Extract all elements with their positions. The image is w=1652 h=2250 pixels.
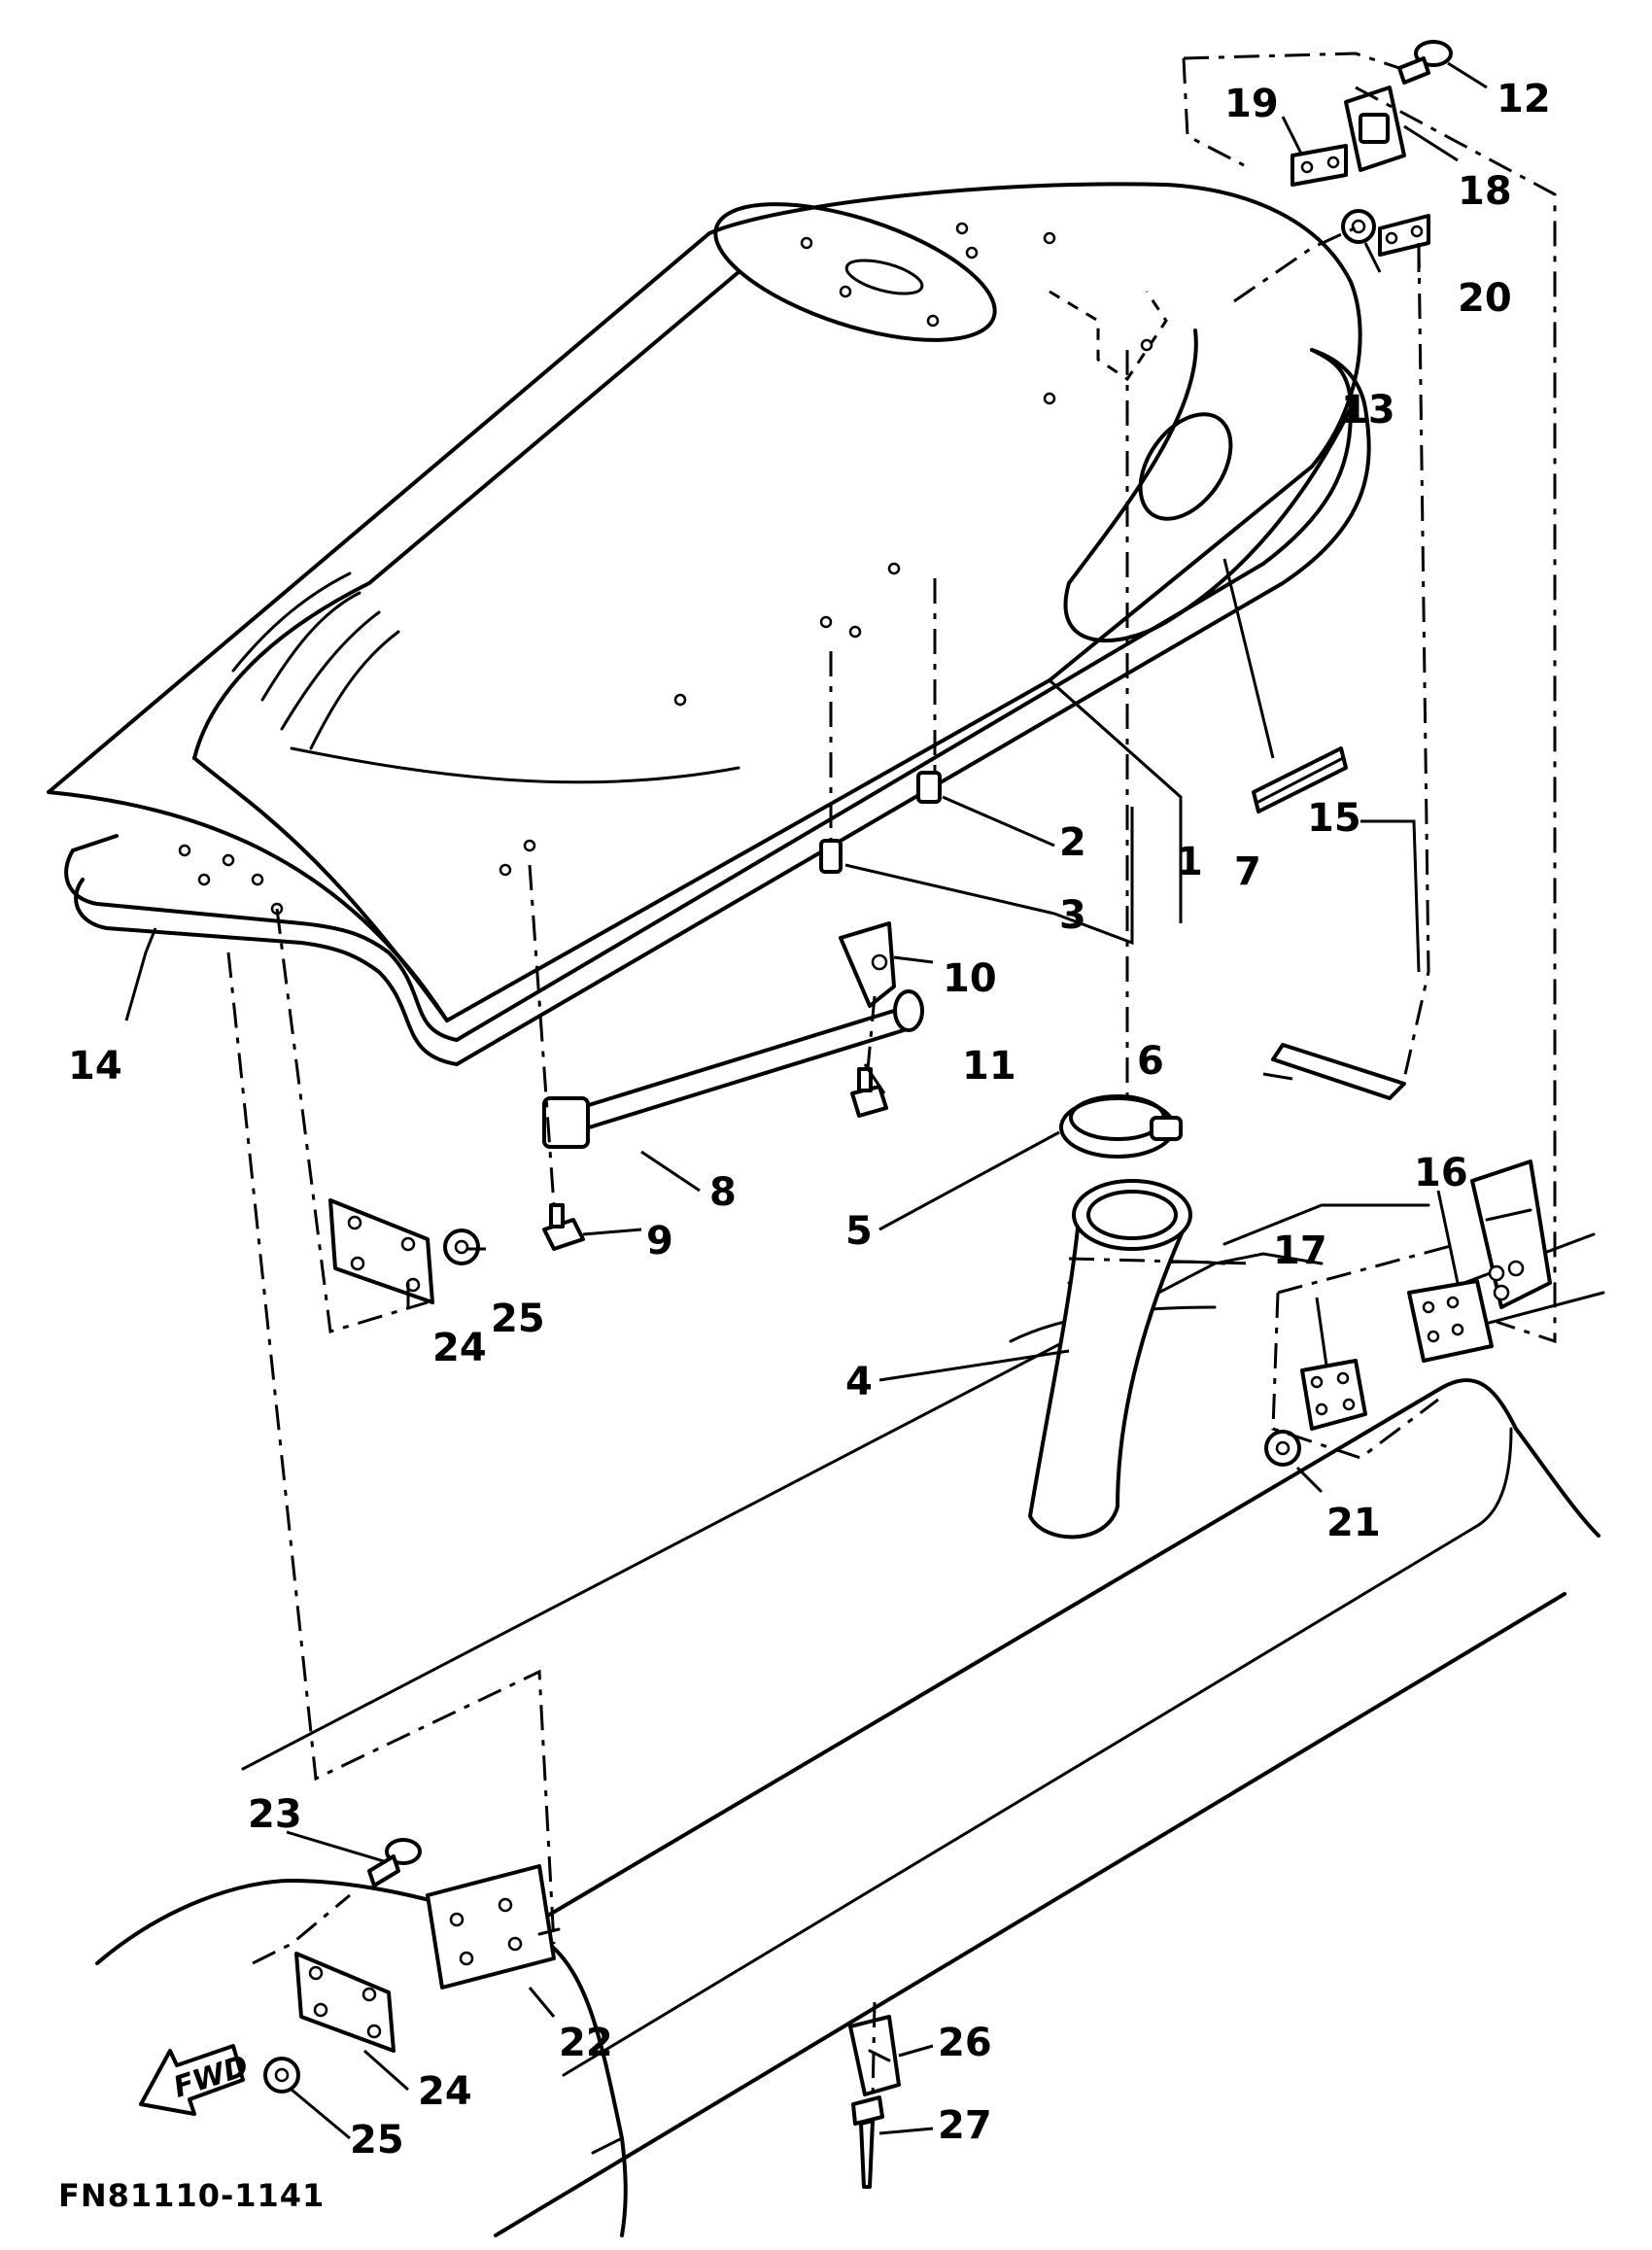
callout-3: 3	[1059, 893, 1086, 938]
callout-24-upper: 24	[432, 1326, 487, 1370]
callout-27: 27	[938, 2103, 992, 2148]
rivet-27	[851, 2095, 884, 2189]
bracket-10	[839, 921, 896, 1008]
bolt-11	[850, 1067, 888, 1118]
plate-24-upper	[328, 1198, 434, 1304]
bolt-12	[1397, 40, 1453, 85]
figure-code: FN81110-1141	[58, 2177, 325, 2214]
callout-15: 15	[1307, 796, 1361, 841]
callout-20: 20	[1458, 276, 1512, 321]
callout-21: 21	[1326, 1501, 1381, 1545]
forward-direction-arrow: FWD	[139, 2044, 253, 2116]
bolt-23	[367, 1838, 422, 1887]
callout-6: 6	[1137, 1039, 1164, 1084]
callout-12: 12	[1497, 77, 1551, 121]
callout-25-upper: 25	[491, 1297, 545, 1341]
callout-14: 14	[68, 1044, 122, 1089]
grommet-2	[916, 771, 942, 804]
assembly-guide-lines	[226, 52, 1557, 2100]
bolt-9	[542, 1203, 585, 1251]
plate-16	[1407, 1279, 1494, 1363]
nut-13	[1341, 209, 1376, 244]
vent-duct	[1028, 1179, 1192, 1540]
callout-18: 18	[1458, 169, 1512, 214]
plate-19	[1291, 144, 1348, 187]
callout-2: 2	[1059, 820, 1086, 865]
callout-16: 16	[1414, 1151, 1468, 1195]
cowl-mount-holes	[178, 222, 1153, 916]
callout-19: 19	[1224, 82, 1279, 126]
stay-rod-8	[542, 989, 924, 1149]
leader-lines	[124, 61, 1488, 2140]
hook-16	[1470, 1160, 1552, 1309]
hose-clamp	[1059, 1094, 1183, 1159]
plate-24-lower	[294, 1952, 396, 2053]
callout-11: 11	[962, 1044, 1016, 1089]
callout-1: 1	[1176, 840, 1203, 884]
plate-20	[1378, 214, 1430, 257]
nut-25-lower	[263, 2057, 300, 2094]
callout-labels: 1 2 3 4 5 6 7 8 9 10 11 12 13 14 15 16 1…	[68, 77, 1551, 2163]
callout-23: 23	[248, 1792, 302, 1837]
callout-26: 26	[938, 2021, 992, 2065]
tape-strip-6	[1271, 1043, 1406, 1100]
callout-5: 5	[845, 1209, 873, 1254]
callout-17: 17	[1273, 1229, 1327, 1273]
plate-17	[1300, 1359, 1367, 1431]
hull-body	[95, 1203, 1605, 2237]
callout-22: 22	[559, 2021, 613, 2065]
callout-25-lower: 25	[350, 2118, 404, 2163]
grommet-3	[819, 839, 843, 874]
callout-8: 8	[709, 1170, 737, 1215]
nut-25-upper	[443, 1229, 480, 1265]
seat-cowl	[47, 182, 1362, 1022]
callout-4: 4	[845, 1360, 873, 1404]
callout-13: 13	[1341, 388, 1395, 433]
callout-9: 9	[646, 1219, 673, 1263]
latch-18	[1344, 86, 1406, 172]
callout-7: 7	[1234, 849, 1261, 894]
nut-21	[1264, 1430, 1301, 1467]
callout-24-lower: 24	[418, 2069, 472, 2114]
seat-seal-gasket	[64, 348, 1371, 1066]
hinge-22	[426, 1864, 561, 1990]
callout-10: 10	[943, 956, 997, 1001]
damper-strip-7	[1252, 746, 1348, 813]
